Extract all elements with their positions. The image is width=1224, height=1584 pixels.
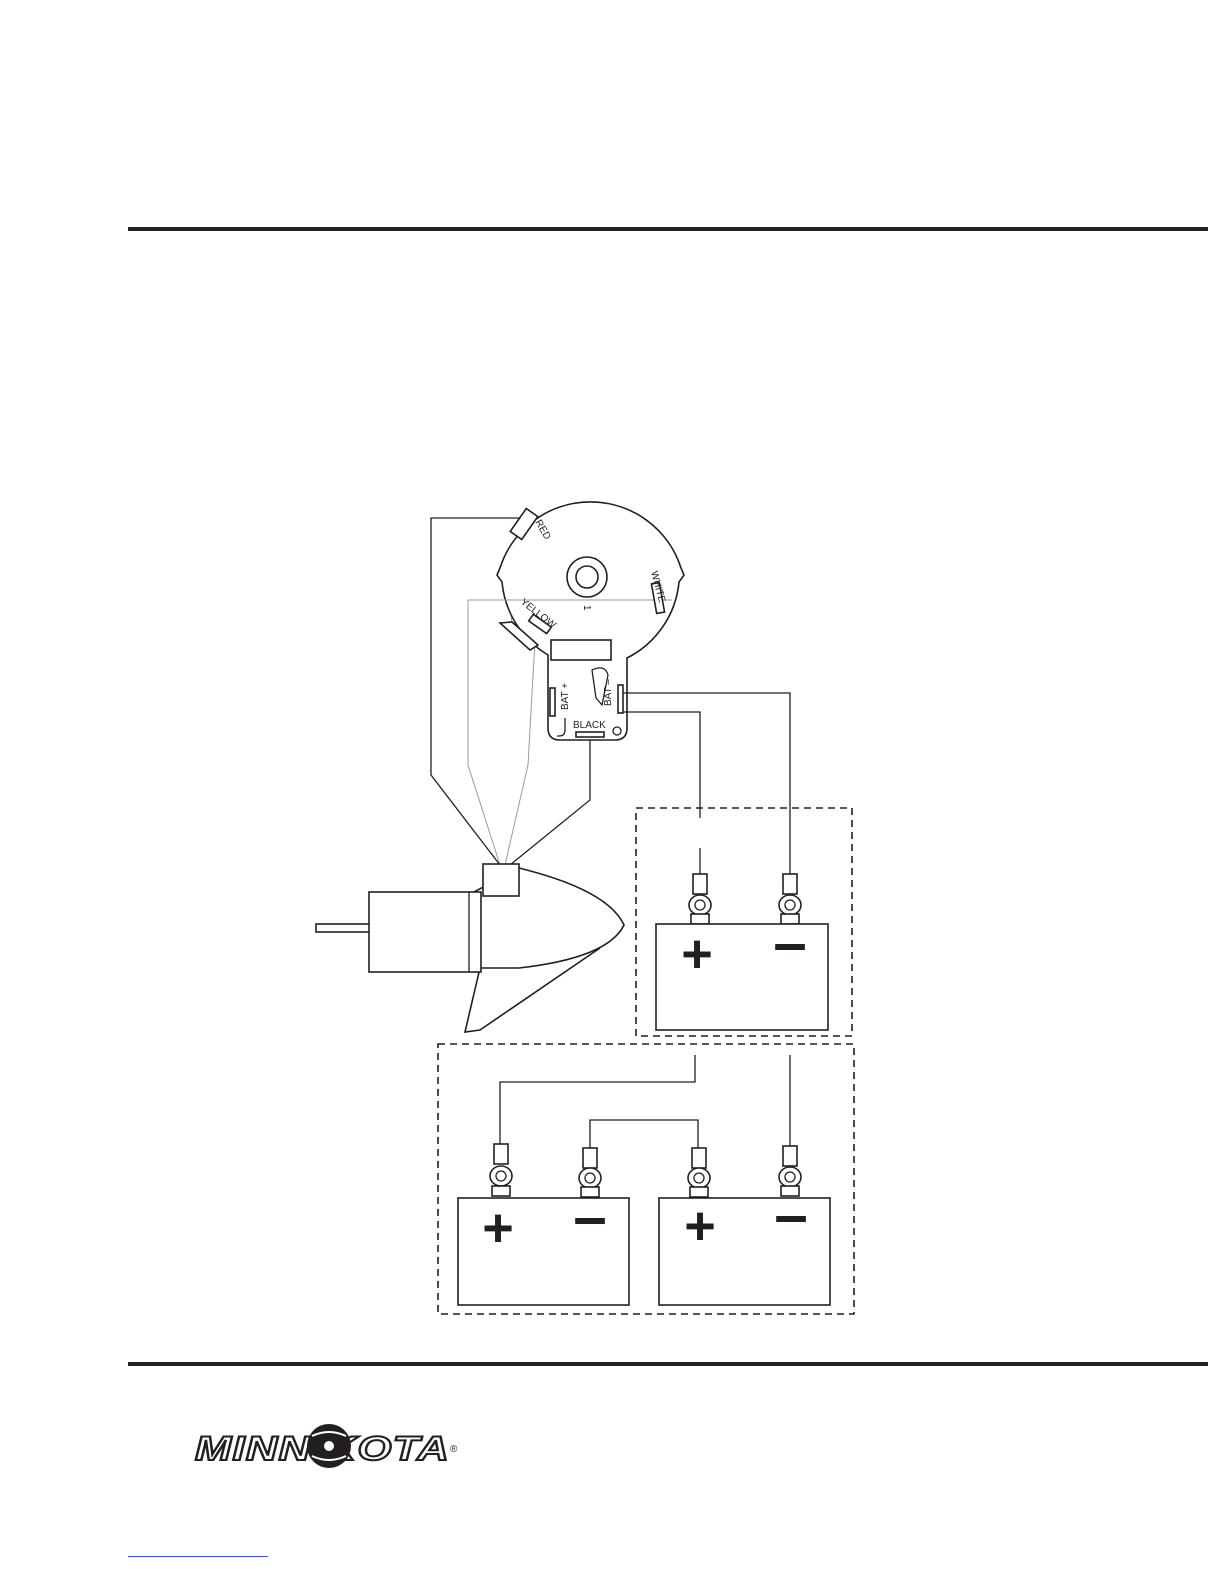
motor-housing xyxy=(369,892,481,972)
bat-plus-label: BAT + xyxy=(560,683,571,710)
black-terminal xyxy=(576,732,604,737)
battery-24v-a-plus-sign: + xyxy=(482,1198,514,1258)
bat-minus-lead xyxy=(623,693,790,878)
switch-label-plate xyxy=(551,640,611,660)
bat-plus-lead xyxy=(623,712,700,818)
battery-12v-positive-post xyxy=(689,874,711,924)
bat-minus-terminal xyxy=(618,685,623,713)
series-jumper xyxy=(590,1120,698,1150)
battery-24v-a-minus-sign: – xyxy=(573,1183,606,1250)
battery-lead-wires xyxy=(623,693,790,878)
battery-12v-minus-sign: – xyxy=(773,909,806,976)
bat-minus-label: BAT – xyxy=(603,679,614,706)
control-switch: RED WHITE YELLOW 1 BAT + BAT – BLACK xyxy=(497,502,684,740)
motor-shaft xyxy=(316,924,370,932)
series-plus-lead xyxy=(500,1055,695,1146)
switch-body xyxy=(497,502,684,740)
yellow-wire-lower xyxy=(505,630,535,865)
motor-cable-collar xyxy=(483,864,519,896)
battery-group-12v: + – xyxy=(636,808,852,1036)
black-label: BLACK xyxy=(573,720,606,731)
minn-kota-logo: MINN KOTA ® xyxy=(195,1424,458,1468)
battery-24v-b-minus-sign: – xyxy=(774,1181,807,1248)
battery-24v-a-positive-post xyxy=(490,1144,512,1196)
center-mark-label: 1 xyxy=(581,605,592,611)
battery-24v-b-positive-post xyxy=(688,1148,710,1197)
switch-shaft-inner xyxy=(576,566,598,588)
battery-24v-b-plus-sign: + xyxy=(684,1196,716,1256)
battery-group-24v: + – + – xyxy=(438,1044,854,1314)
logo-registered-mark: ® xyxy=(450,1444,458,1455)
battery-12v-plus-sign: + xyxy=(681,924,713,984)
footer-link-underline xyxy=(128,1556,268,1557)
trolling-motor xyxy=(316,864,624,1032)
bat-plus-terminal xyxy=(550,688,555,716)
